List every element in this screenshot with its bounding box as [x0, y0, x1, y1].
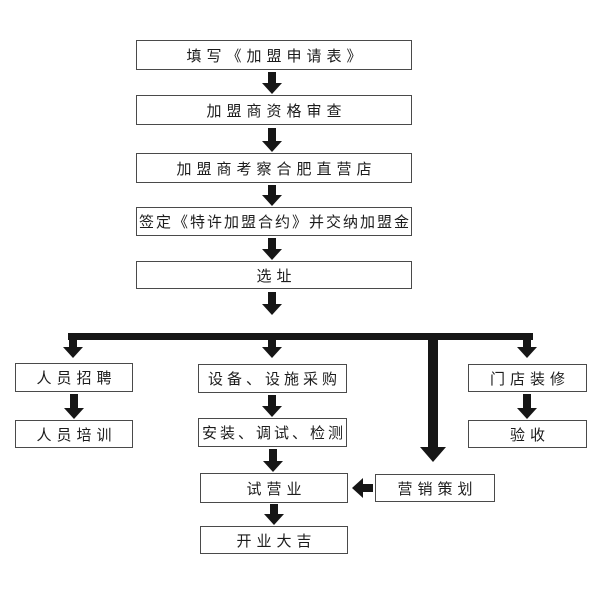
arrow-down-icon: [262, 185, 282, 206]
node-sign-contract-pay-fee: 签定《特许加盟合约》并交纳加盟金: [136, 207, 412, 236]
node-install-debug-test: 安装、调试、检测: [198, 418, 347, 447]
arrow-down-icon: [64, 394, 84, 419]
node-marketing-planning: 营销策划: [375, 474, 495, 502]
node-qualification-review: 加盟商资格审查: [136, 95, 412, 125]
arrow-down-icon: [262, 292, 282, 315]
node-equipment-purchase: 设备、设施采购: [198, 364, 347, 393]
branch-distribution-line: [68, 333, 533, 340]
arrow-down-icon: [262, 72, 282, 94]
arrow-down-icon: [517, 394, 537, 419]
arrow-down-icon: [262, 395, 282, 417]
arrow-down-icon: [262, 128, 282, 152]
node-acceptance: 验收: [468, 420, 587, 448]
node-site-selection: 选址: [136, 261, 412, 289]
arrow-down-icon: [420, 335, 446, 462]
arrow-down-icon: [264, 504, 284, 525]
arrow-down-icon: [263, 449, 283, 472]
node-store-decoration: 门店装修: [468, 364, 587, 392]
node-grand-opening: 开业大吉: [200, 526, 348, 554]
node-training: 人员培训: [15, 420, 133, 448]
arrow-down-icon: [517, 337, 537, 358]
node-recruitment: 人员招聘: [15, 363, 133, 392]
arrow-down-icon: [262, 339, 282, 358]
arrow-down-icon: [63, 337, 83, 358]
arrow-down-icon: [262, 238, 282, 260]
node-trial-operation: 试营业: [200, 473, 348, 503]
arrow-left-icon: [352, 478, 373, 498]
node-application-form: 填写《加盟申请表》: [136, 40, 412, 70]
node-inspect-hefei-store: 加盟商考察合肥直营店: [136, 153, 412, 183]
